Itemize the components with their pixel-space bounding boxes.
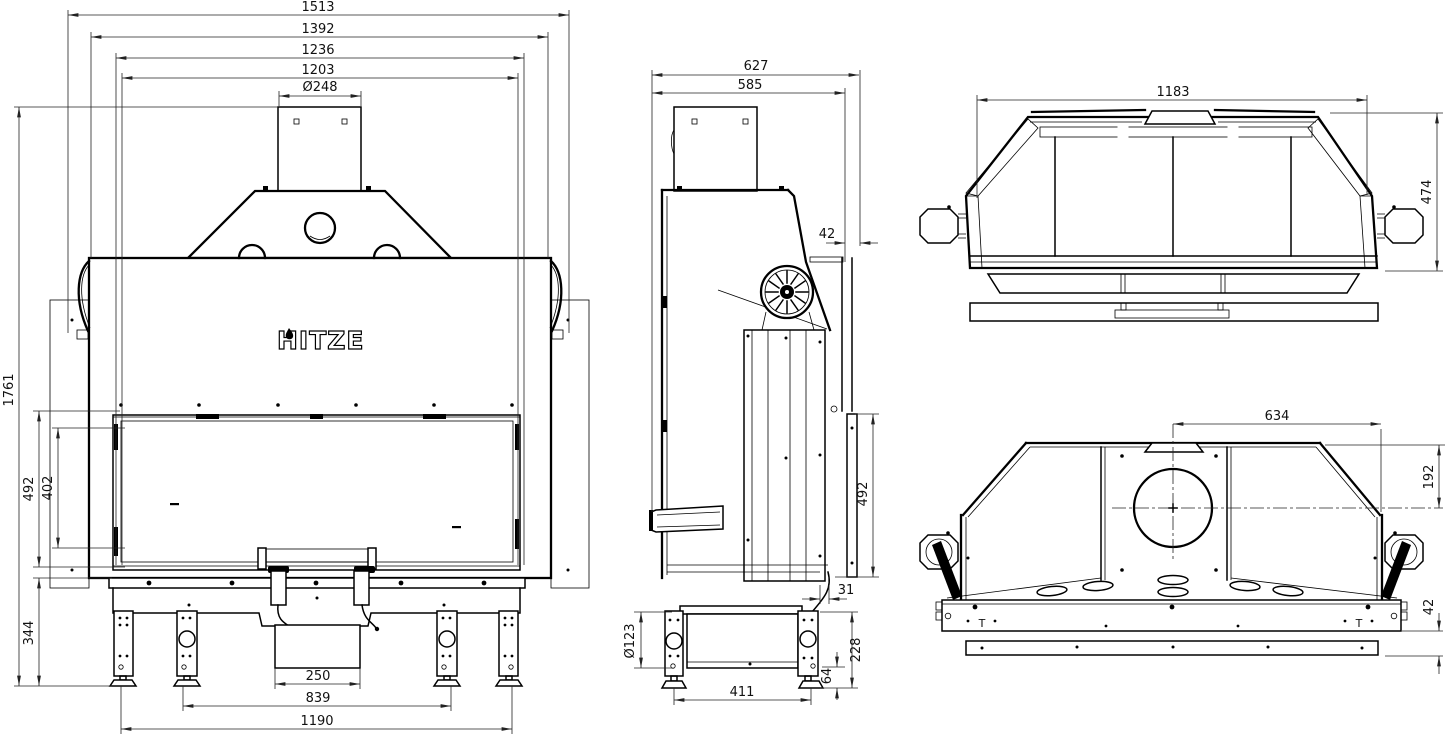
dim-front-frame-width: 1236 <box>301 43 334 58</box>
side-handle <box>649 505 724 533</box>
front-base <box>108 566 526 687</box>
side-convection-panel <box>743 329 826 582</box>
dim-side-feet-span: 411 <box>730 685 755 700</box>
top-lower-flue-opening <box>1112 424 1443 562</box>
top-view-lower: T T 634 192 42 <box>919 409 1445 674</box>
front-center-duct <box>274 624 361 669</box>
side-base <box>660 605 825 689</box>
brand-logo: HITZE <box>276 325 364 355</box>
datum-mark-left: T <box>978 617 986 630</box>
front-dimensions: 1513 1392 1236 1203 Ø248 1761 492 402 34… <box>2 0 570 734</box>
dim-front-glass-height: 402 <box>41 476 56 501</box>
dim-top-lower-flue-offset: 634 <box>1265 409 1290 424</box>
dim-top-glass-width: 1183 <box>1156 85 1189 100</box>
dim-front-outer-feet-span: 1190 <box>300 714 333 729</box>
right-lever <box>1381 541 1411 600</box>
dim-side-rear-offset: 31 <box>838 583 855 598</box>
dim-side-body-depth: 585 <box>738 78 763 93</box>
top-lower-dimensions: 634 192 42 <box>1172 409 1445 674</box>
top-view-upper: 1183 474 <box>919 85 1443 322</box>
dim-front-outer-width: 1392 <box>301 22 334 37</box>
side-view: 627 585 42 492 31 Ø123 411 228 64 <box>623 59 879 705</box>
dim-top-lower-base-strip: 42 <box>1422 599 1437 616</box>
dim-front-door-height: 492 <box>22 477 37 502</box>
dim-front-glass-width: 1203 <box>301 63 334 78</box>
dim-side-rear-gap: 42 <box>819 227 836 242</box>
right-knob-octagon <box>1384 208 1424 244</box>
datum-mark-right: T <box>1355 617 1363 630</box>
front-view: HITZE <box>2 0 590 734</box>
top-upper-body <box>964 108 1379 322</box>
dim-front-duct-width: 250 <box>306 669 331 684</box>
top-upper-handles <box>919 205 1424 244</box>
dim-side-base-height: 228 <box>849 638 864 663</box>
brand-logo-text: HITZE <box>277 326 364 355</box>
left-lever <box>932 541 962 600</box>
side-flue-collar <box>670 106 758 192</box>
top-lower-air-vents <box>1036 574 1304 598</box>
dim-side-total-depth: 627 <box>744 59 769 74</box>
dim-front-total-height: 1761 <box>2 373 17 406</box>
left-knob-octagon <box>919 208 959 244</box>
dim-top-lower-flue-depth: 192 <box>1422 465 1437 490</box>
side-body <box>660 186 858 618</box>
front-hood <box>185 186 454 260</box>
dim-front-base-height: 344 <box>22 621 37 646</box>
dim-front-flue-diameter: Ø248 <box>302 80 337 95</box>
dim-front-inner-feet-span: 839 <box>306 691 331 706</box>
side-dimensions: 627 585 42 492 31 Ø123 411 228 64 <box>623 59 879 705</box>
front-flue-collar <box>277 106 362 192</box>
dim-side-door-height: 492 <box>856 482 871 507</box>
dim-top-depth: 474 <box>1420 180 1435 205</box>
flame-icon <box>285 328 294 340</box>
dim-side-leg-hole-diameter: Ø123 <box>623 623 638 658</box>
dim-front-total-width: 1513 <box>301 0 334 15</box>
top-lower-handles <box>919 531 1424 600</box>
side-fan <box>759 264 815 331</box>
top-upper-dimensions: 1183 474 <box>976 85 1443 272</box>
front-door <box>112 414 521 571</box>
dim-side-foot-height: 64 <box>820 668 835 685</box>
